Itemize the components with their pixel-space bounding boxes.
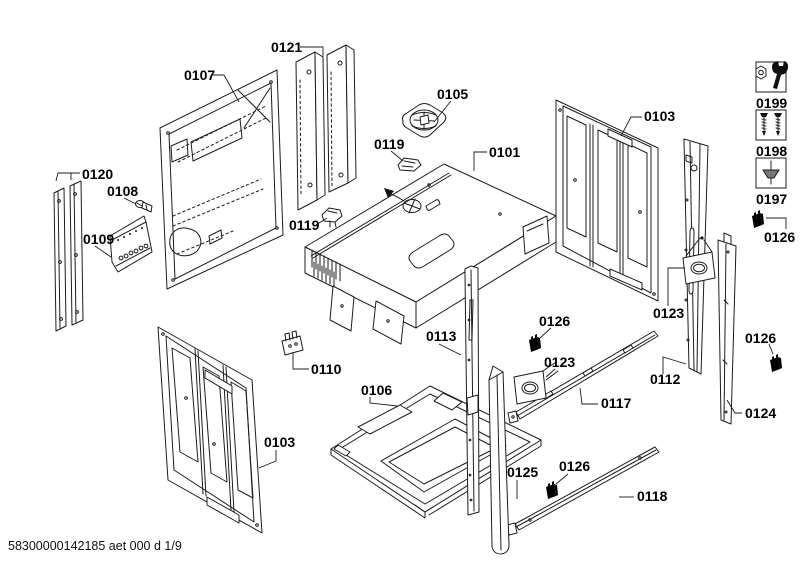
part-0101-chassis [304, 163, 557, 345]
leader-line-0121 [300, 46, 324, 58]
part-label-0126: 0126 [745, 330, 776, 346]
part-label-0112: 0112 [650, 371, 681, 387]
legend-tools [755, 61, 789, 189]
leader-line-0123 [667, 267, 685, 306]
part-label-0197: 0197 [756, 191, 787, 207]
part-label-0124: 0124 [745, 405, 776, 421]
part-0123-bracket-center [513, 361, 559, 405]
part-label-0103: 0103 [644, 108, 675, 124]
part-0124-rail [717, 232, 737, 425]
part-0108-fastener [135, 200, 153, 213]
part-label-0198: 0198 [756, 143, 787, 159]
leader-line-0120 [55, 172, 80, 182]
leader-line-0106 [369, 397, 398, 407]
part-0119-clip-upper [397, 157, 422, 172]
part-label-0105: 0105 [437, 86, 468, 102]
leader-line-0126 [539, 327, 552, 339]
leader-line-0110 [292, 352, 309, 370]
part-label-0108: 0108 [107, 183, 138, 199]
leader-line-0117 [579, 387, 598, 405]
part-label-0125: 0125 [507, 464, 538, 480]
part-label-0123: 0123 [544, 354, 575, 370]
leader-line-0124 [726, 399, 742, 414]
part-0109-terminal [109, 215, 153, 273]
part-label-0113: 0113 [426, 328, 457, 344]
part-label-0126: 0126 [539, 313, 570, 329]
part-label-0119: 0119 [289, 217, 320, 233]
part-label-0199: 0199 [756, 95, 787, 111]
document-number: 58300000142185 aet 000 d 1/9 [8, 539, 182, 553]
part-label-0117: 0117 [601, 395, 632, 411]
leader-line-0119 [315, 217, 328, 226]
leader-line-0119 [390, 150, 404, 162]
part-label-0107: 0107 [184, 67, 215, 83]
leader-line-0107 [211, 74, 240, 103]
part-0125-rail [488, 365, 510, 555]
leader-line-0101 [473, 151, 487, 171]
leader-line-0126 [555, 473, 569, 485]
part-0121-brackets [295, 44, 357, 211]
part-label-0103: 0103 [264, 434, 295, 450]
screwdriver-bit-icon [762, 160, 780, 185]
part-label-0110: 0110 [311, 361, 342, 377]
leader-line-0108 [123, 197, 137, 205]
screws-icon [760, 113, 782, 136]
part-label-0109: 0109 [83, 231, 114, 247]
part-0123-bracket-right [682, 236, 716, 285]
part-0105-fan [402, 103, 447, 138]
leader-line-0112 [662, 356, 687, 374]
wrench-nut-icon [755, 61, 789, 89]
part-label-0118: 0118 [637, 488, 668, 504]
leader-line-0103 [258, 450, 277, 469]
part-label-0123: 0123 [653, 305, 684, 321]
part-0117-strip [507, 330, 659, 424]
leader-line-0109 [94, 245, 112, 258]
part-0107-rear-panel [159, 69, 284, 290]
part-0103-side-panel-left [157, 326, 263, 534]
leader-line-0113 [438, 343, 462, 356]
leader-line-0126 [766, 217, 787, 229]
leader-line-0103 [620, 116, 642, 137]
part-0120-strips [53, 180, 84, 332]
part-0119-clip-lower [321, 207, 343, 228]
part-label-0106: 0106 [361, 382, 392, 398]
part-0110-clip [281, 330, 304, 356]
part-0106-tray [330, 385, 542, 519]
leader-line-0105 [433, 100, 452, 123]
part-label-0121: 0121 [271, 39, 302, 55]
part-label-0119: 0119 [374, 136, 405, 152]
part-label-0126: 0126 [764, 229, 795, 245]
part-label-0101: 0101 [489, 144, 520, 160]
leader-line-0126 [768, 343, 774, 355]
part-label-0126: 0126 [559, 458, 590, 474]
diagram-line-art [53, 44, 789, 555]
part-0113-rail [464, 265, 480, 516]
part-label-0120: 0120 [82, 166, 113, 182]
part-0118-strip [506, 446, 660, 536]
leader-line-0123 [545, 368, 556, 378]
part-0103-side-panel-right [555, 99, 659, 302]
